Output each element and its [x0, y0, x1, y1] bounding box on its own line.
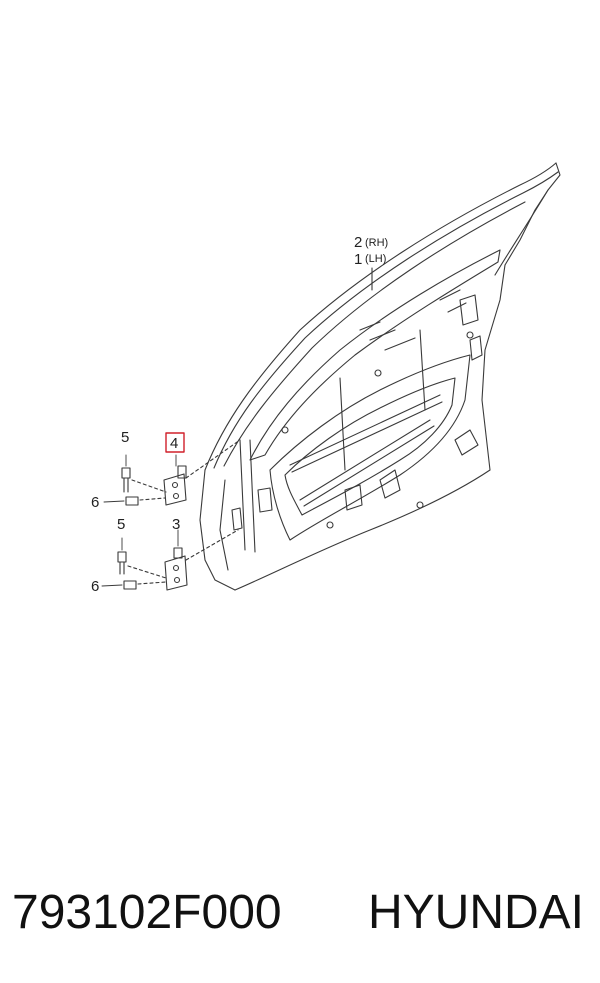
- brand-name: HYUNDAI: [367, 885, 584, 939]
- callout-lower-hinge: 3: [172, 516, 180, 533]
- callout-rh-label: (RH): [365, 237, 388, 249]
- callout-upper-hinge: 4: [170, 435, 178, 452]
- part-number: 793102F000: [12, 885, 282, 939]
- callout-rh-number: 2: [354, 234, 362, 251]
- callout-lower-bolt: 5: [117, 516, 125, 533]
- lower-hinge-assembly: [101, 529, 239, 591]
- callout-lh-number: 1: [354, 251, 362, 268]
- upper-hinge-assembly: [103, 439, 241, 506]
- door-panel: [199, 162, 561, 591]
- callout-upper-nut: 6: [91, 494, 99, 511]
- callout-upper-bolt: 5: [121, 429, 129, 446]
- part-info-footer: 793102F000 HYUNDAI: [0, 872, 600, 952]
- callout-lower-nut: 6: [91, 578, 99, 595]
- highlighted-callout: 4: [165, 432, 185, 453]
- callout-lh-label: (LH): [365, 253, 386, 265]
